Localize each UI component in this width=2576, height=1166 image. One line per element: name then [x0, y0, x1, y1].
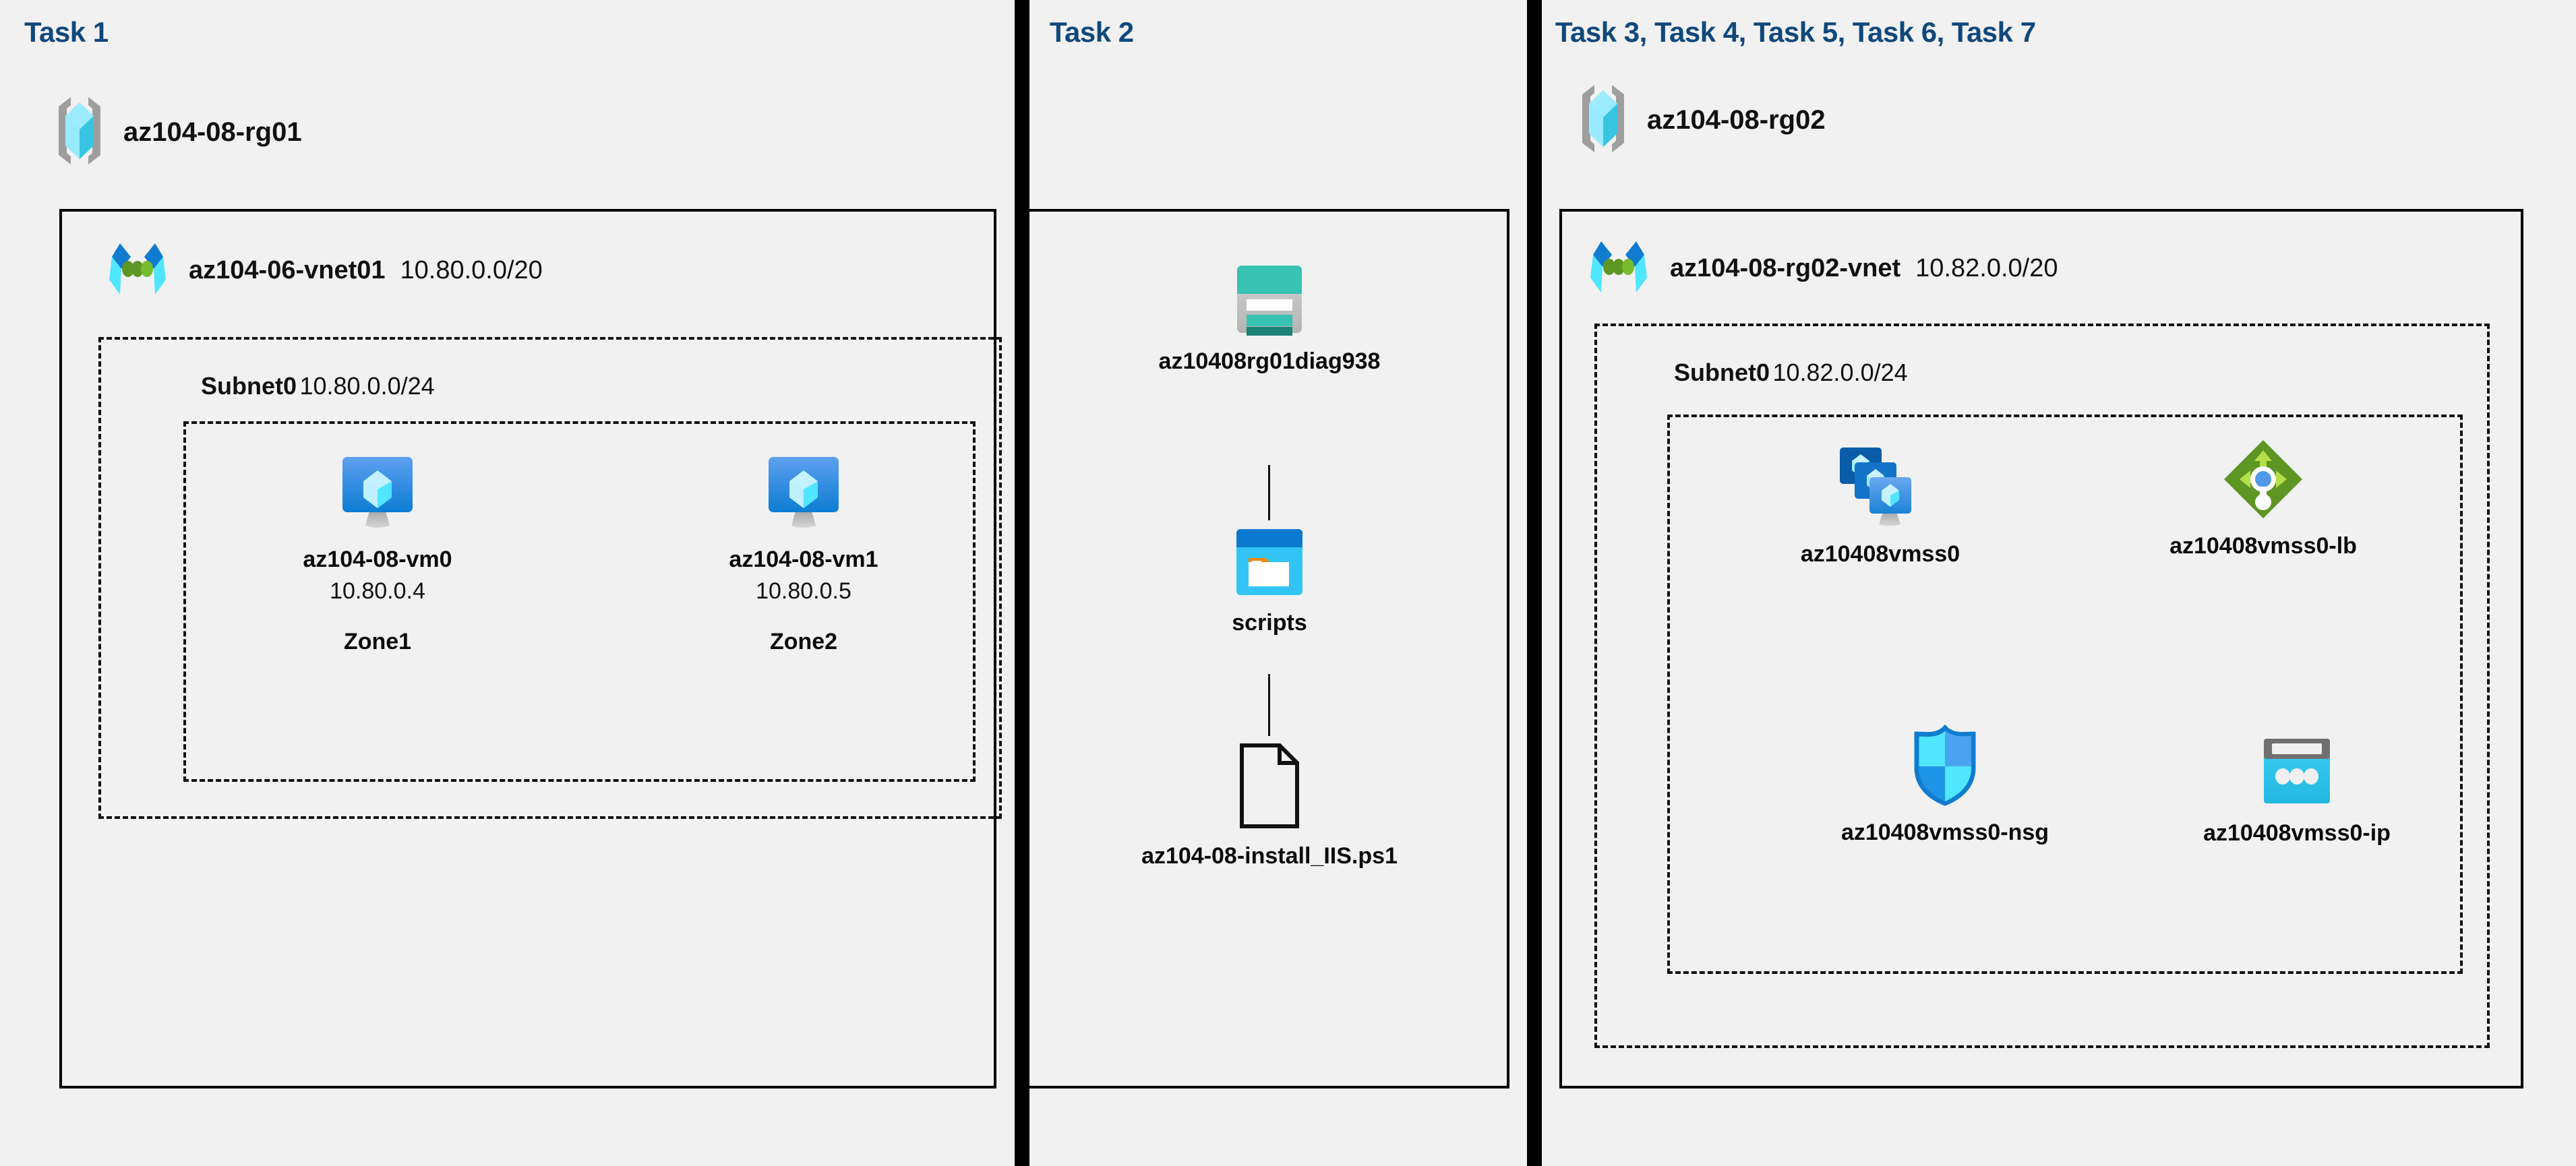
resource-group-label: az104-08-rg01: [123, 117, 302, 147]
storage-labels: az10408rg01diag938: [1159, 348, 1381, 375]
task2-content-box: [1029, 209, 1509, 1088]
file-icon: [1235, 741, 1304, 834]
file-az104-08-install-iis-ps1[interactable]: az104-08-install_IIS.ps1: [1101, 741, 1438, 869]
storage-account-icon: [1234, 263, 1305, 339]
virtual-network-az104-08-rg02-vnet[interactable]: az104-08-rg02-vnet 10.82.0.0/20: [1582, 237, 2058, 300]
column-divider-2: [1527, 0, 1542, 1166]
resource-group-icon: [51, 94, 109, 171]
virtual-machine-az104-08-vm0[interactable]: az104-08-vm0 10.80.0.4 Zone1: [297, 456, 458, 655]
vm-name-label: az104-08-vm1: [729, 547, 878, 572]
scripts-labels: scripts: [1232, 610, 1307, 636]
network-security-group-az10408vmss0-nsg[interactable]: az10408vmss0-nsg: [1797, 724, 2093, 846]
task2-header: Task 2: [1050, 16, 1134, 48]
virtual-network-icon: [1582, 237, 1655, 300]
ip-labels: az10408vmss0-ip: [2203, 820, 2391, 847]
subnet-name: Subnet0: [1674, 359, 1770, 386]
public-ip-label: az10408vmss0-ip: [2203, 820, 2391, 846]
virtual-machine-icon: [341, 456, 414, 537]
blob-container-icon: [1234, 527, 1305, 601]
subnet-label-rg02: Subnet0 10.82.0.0/24: [1674, 359, 1908, 387]
subnet-cidr: 10.80.0.0/24: [299, 372, 435, 400]
vnet-name-label: az104-06-vnet01: [189, 256, 386, 284]
nsg-label: az10408vmss0-nsg: [1840, 820, 2049, 845]
subnet-name: Subnet0: [201, 372, 297, 400]
container-label: scripts: [1232, 610, 1307, 636]
virtual-machine-az104-08-vm1[interactable]: az104-08-vm1 10.80.0.5 Zone2: [723, 456, 885, 655]
vnet-cidr-label: 10.80.0.0/20: [400, 256, 543, 284]
public-ip-address-az10408vmss0-ip[interactable]: az10408vmss0-ip: [2155, 735, 2438, 847]
virtual-network-az104-06-vnet01[interactable]: az104-06-vnet01 10.80.0.0/20: [101, 239, 543, 302]
connector-storage-to-container: [1268, 465, 1270, 520]
virtual-network-icon: [101, 239, 174, 302]
vm-name-label: az104-08-vm0: [303, 547, 452, 572]
vm0-labels: az104-08-vm0 10.80.0.4 Zone1: [303, 547, 452, 655]
vm-scale-set-az10408vmss0[interactable]: az10408vmss0: [1759, 445, 2002, 567]
load-balancer-label: az10408vmss0-lb: [2169, 533, 2357, 559]
column-task3-to-7: Task 3, Task 4, Task 5, Task 6, Task 7 a…: [1542, 0, 2576, 1166]
subnet-box-subnet0-rg02: [1594, 324, 2490, 1048]
blob-container-scripts[interactable]: scripts: [1189, 527, 1350, 636]
connector-container-to-file: [1268, 674, 1270, 736]
resource-group-icon: [1574, 82, 1632, 158]
vm1-labels: az104-08-vm1 10.80.0.5 Zone2: [729, 547, 878, 655]
file-name-label: az104-08-install_IIS.ps1: [1141, 843, 1398, 869]
vmss-labels: az10408vmss0: [1801, 541, 1960, 567]
column-divider-1: [1015, 0, 1029, 1166]
nsg-labels: az10408vmss0-nsg: [1841, 820, 2049, 846]
vm-ip-label: 10.80.0.4: [330, 578, 425, 604]
storage-account-az10408rg01diag938[interactable]: az10408rg01diag938: [1121, 263, 1418, 375]
subnet-cidr: 10.82.0.0/24: [1772, 359, 1908, 386]
lb-labels: az10408vmss0-lb: [2169, 533, 2357, 559]
load-balancer-icon: [2222, 438, 2304, 524]
vmss-name-label: az10408vmss0: [1800, 541, 1960, 567]
subnet-inner-box-rg02: [1667, 415, 2463, 974]
vnet-box-az104-06-vnet01: [59, 209, 996, 1088]
subnet-box-subnet0-rg01: [98, 337, 1002, 819]
network-security-group-icon: [1910, 724, 1980, 810]
vnet-name-label: az104-08-rg02-vnet: [1670, 254, 1901, 282]
vm-scale-set-icon: [1837, 445, 1923, 532]
vnet-cidr-label: 10.82.0.0/20: [1915, 254, 2058, 282]
subnet-label-rg01: Subnet0 10.80.0.0/24: [201, 372, 435, 400]
vnet-box-az104-08-rg02-vnet: [1559, 209, 2523, 1088]
storage-account-label: az10408rg01diag938: [1158, 348, 1381, 374]
subnet-inner-box-rg01: [183, 421, 976, 782]
virtual-machine-icon: [767, 456, 840, 537]
load-balancer-az10408vmss0-lb[interactable]: az10408vmss0-lb: [2122, 438, 2405, 559]
column-task1: Task 1 az104-08-rg01: [0, 0, 1015, 1166]
column-task2: Task 2: [1029, 0, 1527, 1166]
vm-ip-label: 10.80.0.5: [756, 578, 851, 604]
resource-group-az104-08-rg01[interactable]: az104-08-rg01: [51, 94, 302, 171]
resource-group-label: az104-08-rg02: [1647, 105, 1826, 135]
task1-header: Task 1: [24, 16, 109, 48]
vm-zone-label: Zone1: [343, 629, 412, 654]
file-labels: az104-08-install_IIS.ps1: [1141, 843, 1398, 869]
public-ip-address-icon: [2260, 735, 2334, 811]
resource-group-az104-08-rg02[interactable]: az104-08-rg02: [1574, 82, 1826, 158]
task3to7-header: Task 3, Task 4, Task 5, Task 6, Task 7: [1555, 16, 2036, 48]
vm-zone-label: Zone2: [769, 629, 838, 654]
